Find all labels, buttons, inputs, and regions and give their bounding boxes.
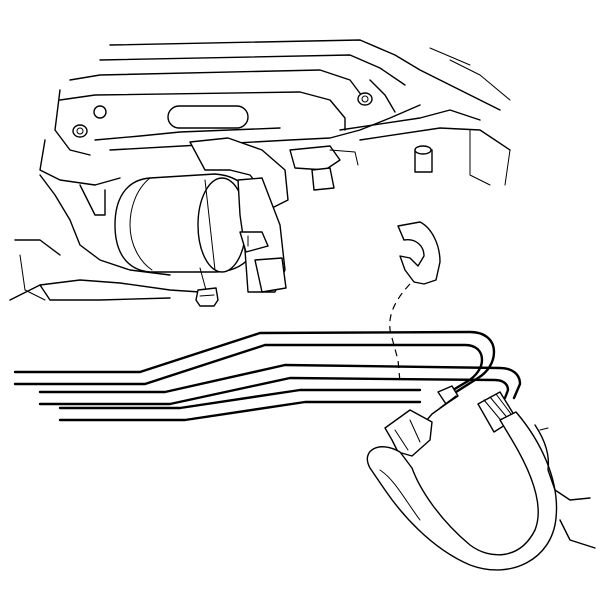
mounting-bracket [189, 137, 289, 293]
boss-left [72, 124, 88, 138]
retaining-clip [239, 231, 269, 253]
lower-structure [9, 174, 201, 301]
frame-rail [39, 39, 511, 191]
boss-left-2 [93, 105, 107, 119]
boss-right [357, 92, 373, 106]
brake-lines [13, 330, 522, 422]
installation-guide [389, 283, 411, 383]
chassis-edge [534, 424, 596, 549]
hose-fitting [419, 385, 517, 433]
line-clip [397, 221, 441, 285]
slot-opening [167, 105, 249, 129]
hose-clip [384, 409, 433, 457]
flex-hose [366, 411, 558, 571]
stud [311, 167, 335, 191]
bolt [195, 267, 219, 307]
stud-block [289, 145, 341, 171]
